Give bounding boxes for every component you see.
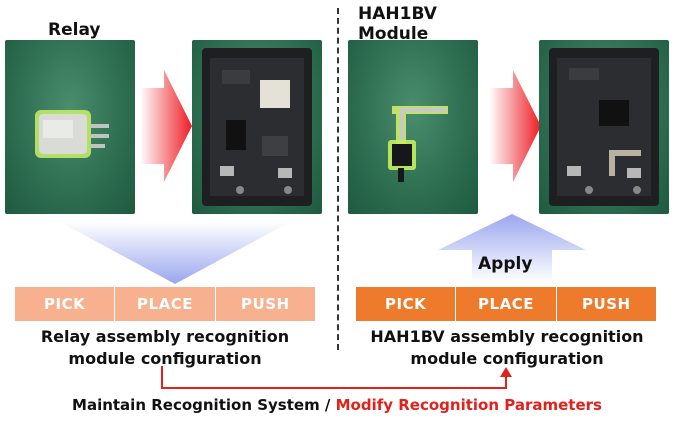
relay-title: Relay	[48, 20, 100, 40]
hah1bv-caption-line1: HAH1BV assembly recognition	[352, 326, 662, 348]
hah1bv-step-bar: PICK PLACE PUSH	[356, 287, 656, 321]
hah1bv-title: HAH1BV Module	[358, 4, 478, 44]
relay-caption: Relay assembly recognition module config…	[10, 326, 320, 370]
section-divider	[337, 8, 339, 350]
hah1bv-housing-photo	[539, 40, 669, 214]
footer-text-main: Maintain Recognition System /	[72, 396, 336, 414]
apply-label: Apply	[478, 254, 532, 274]
hah1bv-caption: HAH1BV assembly recognition module confi…	[352, 326, 662, 370]
hah1bv-photo	[348, 40, 478, 214]
red-arrow-right-icon-2	[489, 70, 541, 182]
relay-step-push: PUSH	[216, 287, 315, 321]
red-connector-arrow-icon	[150, 366, 520, 396]
relay-housing-photo	[192, 40, 322, 214]
relay-caption-line1: Relay assembly recognition	[10, 326, 320, 348]
footer-text: Maintain Recognition System / Modify Rec…	[0, 396, 674, 414]
relay-step-place: PLACE	[115, 287, 215, 321]
red-arrow-right-icon	[140, 70, 192, 182]
blue-arrow-down-icon	[55, 222, 295, 284]
relay-step-bar: PICK PLACE PUSH	[15, 287, 315, 321]
relay-photo	[5, 40, 135, 214]
hah1bv-step-pick: PICK	[356, 287, 456, 321]
hah1bv-step-push: PUSH	[557, 287, 656, 321]
hah1bv-title-line1: HAH1BV	[358, 4, 478, 24]
hah1bv-step-place: PLACE	[456, 287, 556, 321]
relay-step-pick: PICK	[15, 287, 115, 321]
footer-text-red: Modify Recognition Parameters	[336, 396, 602, 414]
